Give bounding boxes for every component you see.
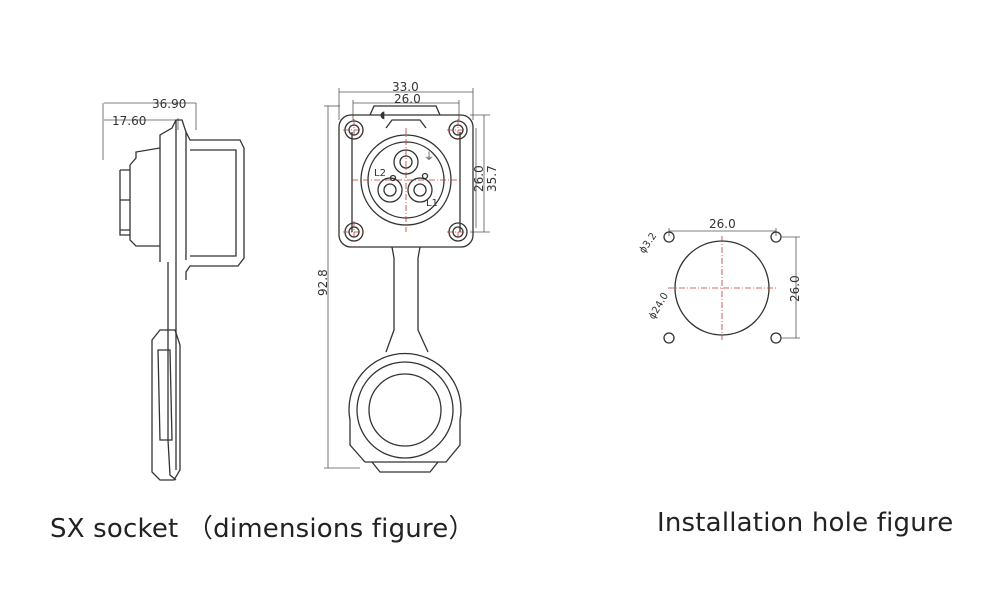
- dim-hole-horizontal: 26.0: [709, 217, 736, 231]
- pin-label-ground: ⏚: [424, 151, 434, 163]
- socket-pins: [377, 149, 433, 203]
- dim-total-length: 92.8: [316, 269, 330, 296]
- hole-view: 26.0 26.0 ϕ3.2 ϕ24.0: [637, 217, 802, 344]
- caption-installation-hole: Installation hole figure: [657, 508, 954, 538]
- dim-height-outer: 35.7: [485, 165, 499, 192]
- dim-width-inner: 26.0: [394, 92, 421, 106]
- dim-hole-vertical: 26.0: [788, 275, 802, 302]
- dim-center-hole: ϕ24.0: [647, 291, 671, 322]
- dim-flange-depth: 17.60: [112, 114, 146, 128]
- svg-text:◖: ◖: [380, 110, 385, 121]
- dim-width-outer: 33.0: [392, 80, 419, 94]
- caption-socket-dimensions: SX socket （dimensions figure）: [50, 514, 475, 544]
- front-view: 33.0 26.0 26.0 35.7 92.8 ◖: [316, 80, 499, 473]
- dim-small-hole: ϕ3.2: [637, 231, 659, 256]
- pin-label-l1: L1: [426, 198, 438, 209]
- dim-height-inner: 26.0: [472, 165, 486, 192]
- dim-overall-width: 36.90: [152, 97, 186, 111]
- side-view: 36.90 17.60: [102, 97, 245, 481]
- pin-label-l2: L2: [374, 168, 386, 179]
- corner-holes: [343, 119, 469, 243]
